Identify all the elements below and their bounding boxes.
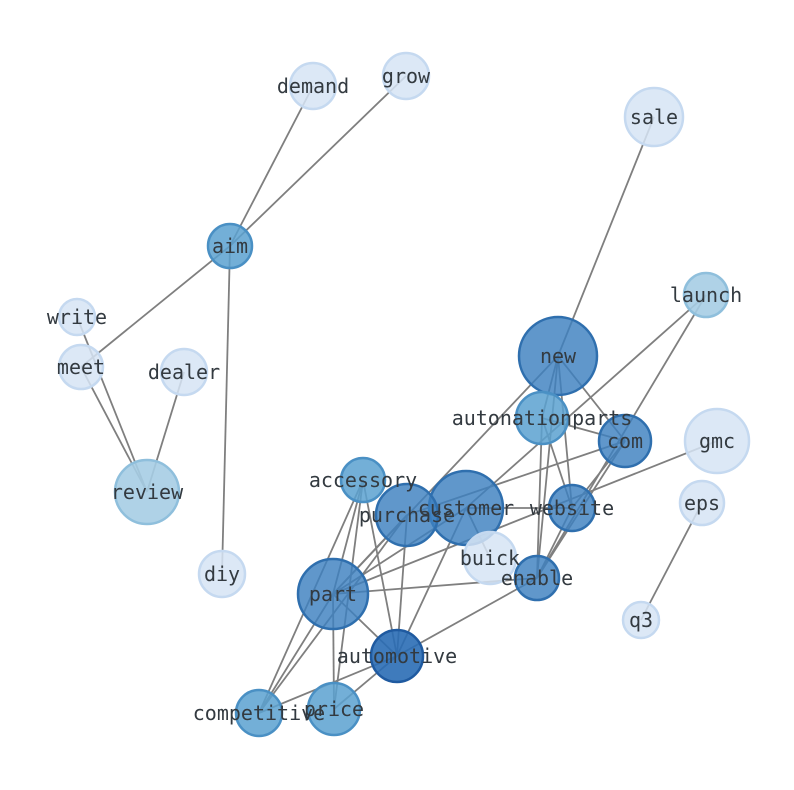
node-automotive[interactable] (369, 628, 425, 684)
node-label-enable: enable (501, 566, 573, 590)
edge-launch-customer (465, 294, 707, 509)
node-demand[interactable] (288, 61, 338, 111)
node-website[interactable] (547, 483, 597, 533)
node-label-part: part (309, 582, 357, 606)
node-buick[interactable] (462, 530, 518, 586)
node-aim[interactable] (206, 222, 254, 270)
edge-aim-meet (80, 245, 231, 368)
node-accessory[interactable] (339, 456, 387, 504)
node-meet[interactable] (57, 343, 105, 391)
node-label-demand: demand (277, 74, 349, 98)
node-purchase[interactable] (374, 482, 440, 548)
node-label-com: com (607, 429, 643, 453)
node-sale[interactable] (623, 86, 685, 148)
node-label-new: new (540, 344, 577, 368)
node-review[interactable] (113, 458, 181, 526)
node-label-aim: aim (212, 234, 248, 258)
node-label-buick: buick (460, 546, 520, 570)
node-label-gmc: gmc (699, 429, 735, 453)
node-label-accessory: accessory (309, 468, 417, 492)
node-label-write: write (47, 305, 107, 329)
node-label-grow: grow (382, 64, 431, 88)
node-write[interactable] (57, 297, 97, 337)
node-launch[interactable] (682, 271, 730, 319)
node-eps[interactable] (678, 479, 726, 527)
node-part[interactable] (296, 557, 370, 631)
node-label-launch: launch (670, 283, 742, 307)
node-label-diy: diy (204, 562, 240, 586)
node-competitive[interactable] (234, 688, 284, 738)
node-label-price: price (304, 697, 364, 721)
node-enable[interactable] (513, 554, 561, 602)
node-autonationparts[interactable] (514, 390, 570, 446)
edge-accessory-automotive (362, 479, 398, 657)
node-diy[interactable] (197, 549, 247, 599)
node-new[interactable] (517, 315, 599, 397)
node-label-autonationparts: autonationparts (452, 406, 633, 430)
node-label-eps: eps (684, 491, 720, 515)
node-label-meet: meet (57, 355, 105, 379)
node-label-sale: sale (630, 105, 678, 129)
node-label-website: website (530, 496, 614, 520)
node-grow[interactable] (381, 51, 431, 101)
edge-aim-grow (229, 75, 407, 247)
node-dealer[interactable] (159, 347, 209, 397)
node-label-purchase: purchase (359, 503, 455, 527)
node-price[interactable] (306, 681, 362, 737)
node-label-competitive: competitive (193, 701, 325, 725)
edge-aim-diy (221, 245, 231, 575)
node-label-customer: customer (418, 496, 514, 520)
labels-layer: demand grow sale aim launch write meet dealer ne… (47, 64, 742, 725)
nodes-layer (57, 51, 751, 738)
edges-layer (76, 75, 718, 714)
edge-sale-new (557, 116, 655, 357)
node-label-dealer: dealer (148, 360, 220, 384)
node-com[interactable] (597, 413, 653, 469)
edge-gmc-part (332, 440, 718, 595)
edge-aim-demand (229, 85, 314, 247)
node-label-q3: q3 (629, 608, 653, 632)
node-gmc[interactable] (683, 407, 751, 475)
node-q3[interactable] (621, 600, 661, 640)
node-label-automotive: automotive (337, 644, 457, 668)
node-label-review: review (111, 480, 184, 504)
